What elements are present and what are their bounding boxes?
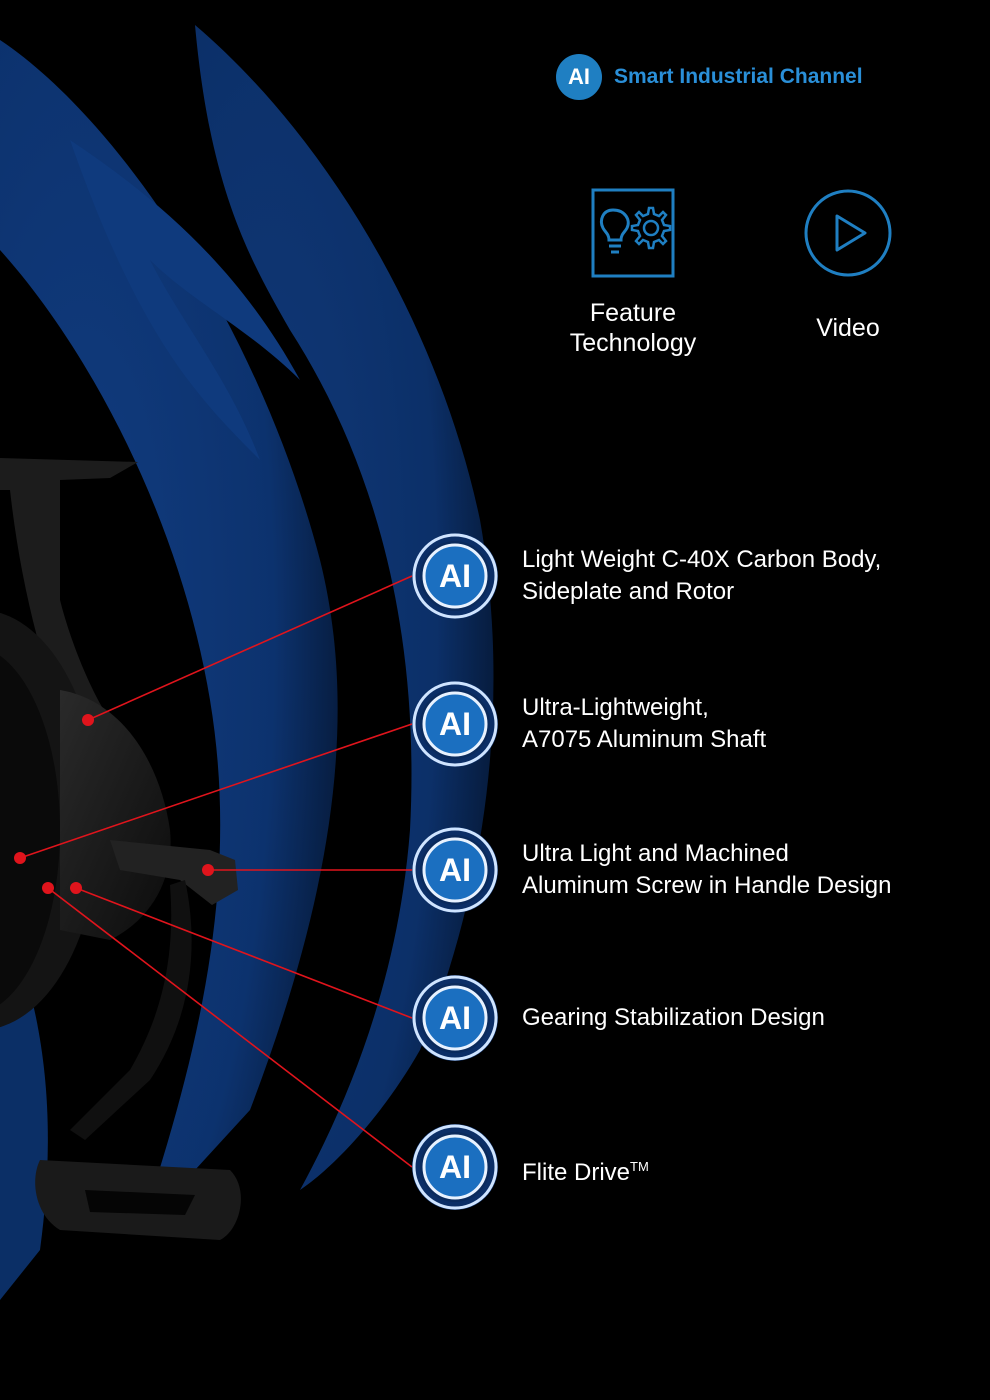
video-label: Video	[816, 314, 880, 342]
feature-line-2: Aluminum Screw in Handle Design	[522, 872, 892, 899]
feature-ai-badge: AI	[411, 826, 499, 914]
brand-ai-badge: AI	[556, 54, 602, 100]
callout-dots	[14, 714, 214, 894]
badge-text: AI	[439, 558, 471, 594]
feature-ai-badge: AI	[411, 974, 499, 1062]
brush-stroke-mid	[70, 140, 300, 460]
feature-description: Flite DriveTM	[522, 1151, 962, 1189]
badge-text: AI	[439, 852, 471, 888]
badge-text: AI	[439, 706, 471, 742]
reel-silhouette	[0, 458, 241, 1240]
badge-text: AI	[439, 1000, 471, 1036]
brush-stroke-right	[195, 25, 494, 1190]
callout-lines	[19, 575, 413, 1168]
feature-ai-badge: AI	[411, 532, 499, 620]
feature-line-1: Flite DriveTM	[522, 1151, 962, 1189]
feature-technology-label-line1: Feature	[589, 299, 677, 327]
feature-line-1: Gearing Stabilization Design	[522, 1004, 825, 1031]
feature-technology-link[interactable]: Feature Technology	[548, 188, 718, 358]
badge-text: AI	[439, 1149, 471, 1185]
brand-header: AI Smart Industrial Channel	[556, 54, 863, 100]
feature-ai-badge: AI	[411, 680, 499, 768]
feature-line-1-text: Flite Drive	[522, 1159, 631, 1186]
feature-line-2: A7075 Aluminum Shaft	[522, 726, 767, 753]
feature-line-1: Ultra-Lightweight,	[522, 694, 709, 721]
feature-line-1: Light Weight C-40X Carbon Body,	[522, 546, 882, 573]
feature-description: Gearing Stabilization Design	[522, 1002, 962, 1034]
feature-description: Ultra-Lightweight, A7075 Aluminum Shaft	[522, 692, 962, 756]
play-circle-icon	[804, 189, 892, 277]
trademark-superscript: TM	[630, 1159, 649, 1174]
video-link[interactable]: Video	[790, 188, 906, 343]
feature-line-2: Sideplate and Rotor	[522, 578, 735, 605]
bulb-gear-icon	[591, 188, 675, 278]
brush-stroke-left	[0, 40, 338, 1230]
feature-description: Light Weight C-40X Carbon Body, Sideplate…	[522, 544, 962, 608]
feature-technology-label-line2: Technology	[569, 329, 697, 357]
brand-name: Smart Industrial Channel	[614, 65, 863, 88]
feature-line-1: Ultra Light and Machined	[522, 840, 789, 867]
feature-ai-badge: AI	[411, 1123, 499, 1211]
